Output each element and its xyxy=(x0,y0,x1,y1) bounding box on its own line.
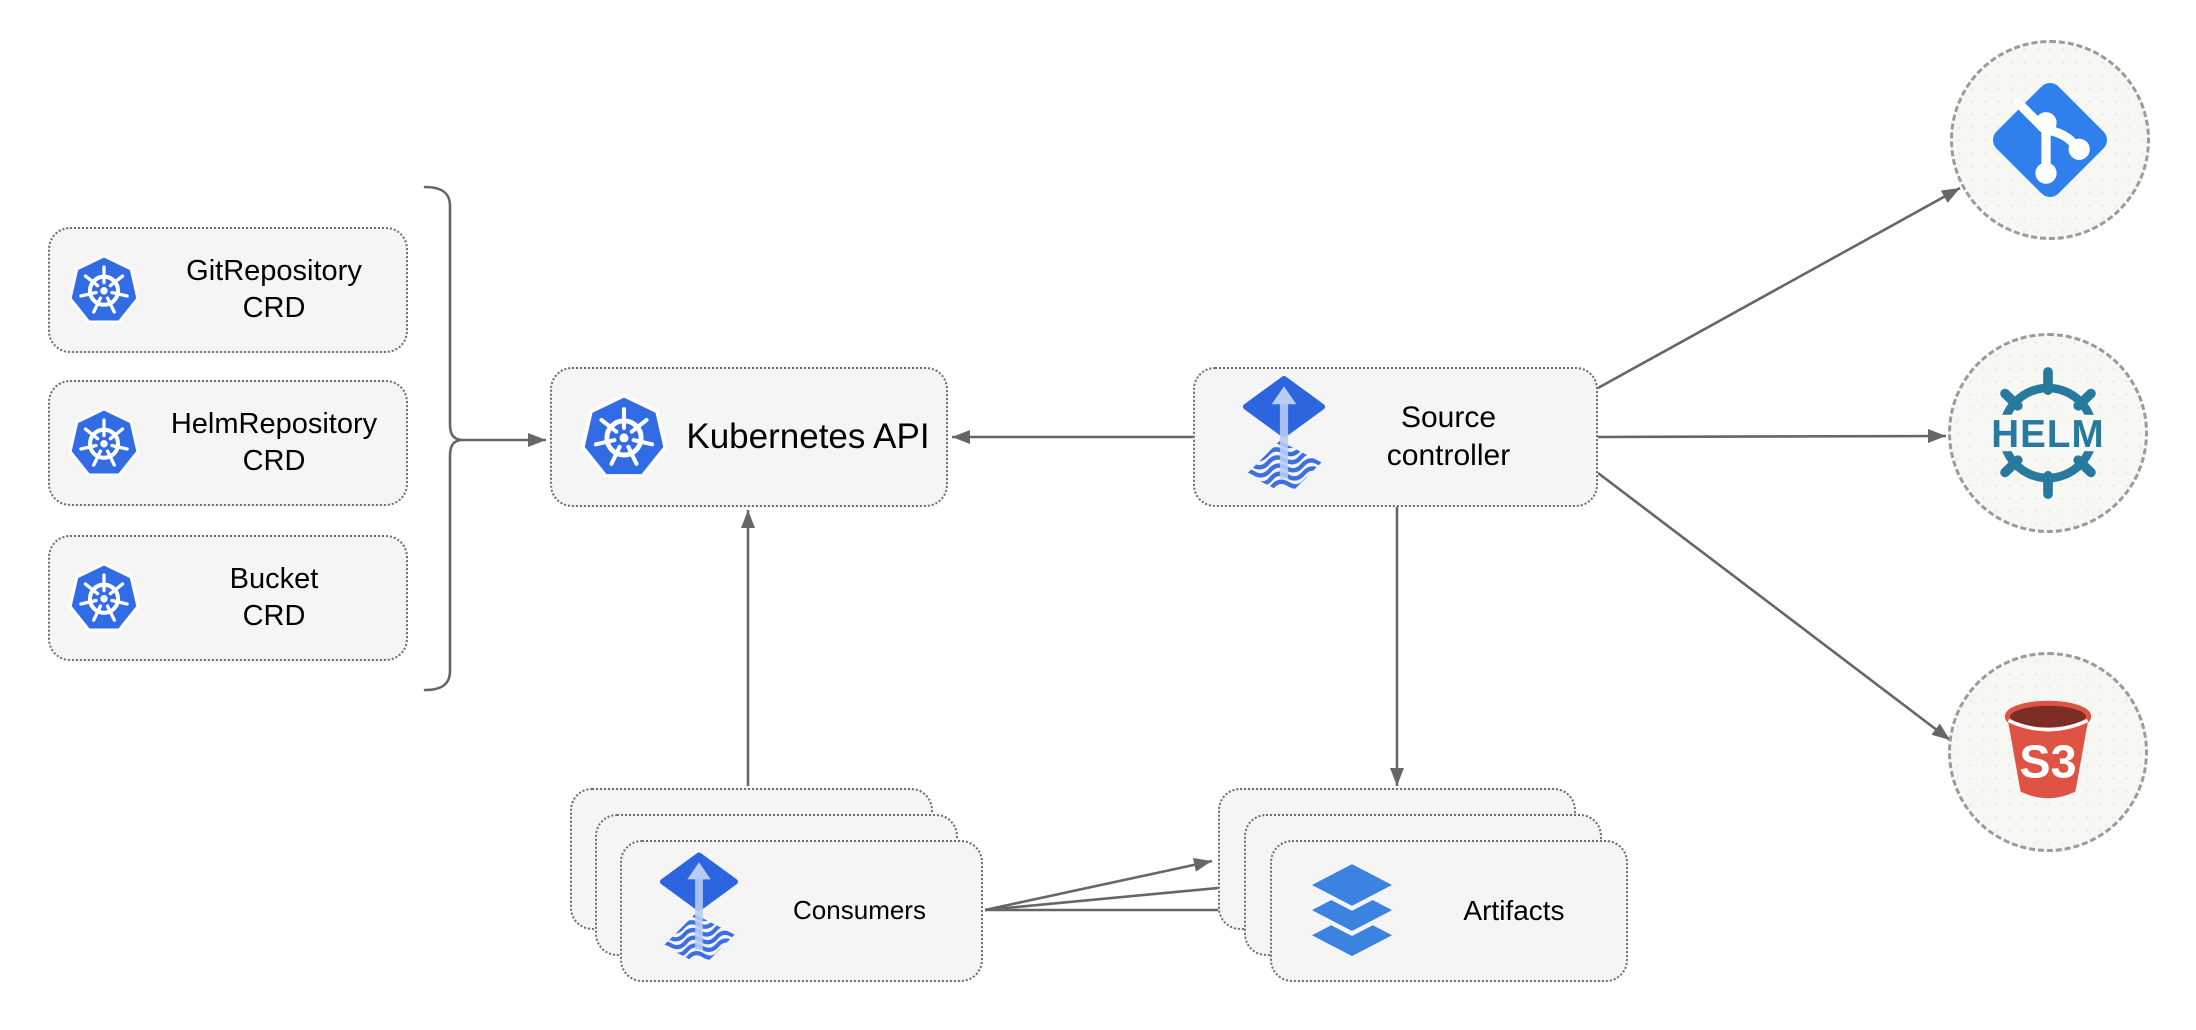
artifacts-label: Artifacts xyxy=(1463,895,1565,927)
consumers-label: Consumers xyxy=(793,895,926,926)
node-consumers: Consumers xyxy=(620,840,983,982)
edge-source-controller-to-git xyxy=(1597,186,1961,390)
layers-icon xyxy=(1304,859,1400,961)
edge-source-controller-to-s3 xyxy=(1597,471,1951,742)
crd-group-bracket xyxy=(423,185,462,692)
kubernetes-icon xyxy=(66,253,142,327)
helm-logo-text: HELM xyxy=(1991,413,2105,456)
node-git-source xyxy=(1950,40,2150,240)
node-source-controller: Source controller xyxy=(1193,367,1598,507)
s3-bucket-icon: S3 xyxy=(2004,700,2092,799)
node-gitrepository-crd: GitRepository CRD xyxy=(48,227,408,353)
kubernetes-api-label: Kubernetes API xyxy=(686,416,930,456)
crd-suffix: CRD xyxy=(242,600,306,632)
edge-consumers-to-artifacts-2 xyxy=(984,880,1240,912)
source-controller-label-line2: controller xyxy=(1386,439,1511,472)
edge-source-controller-to-helm xyxy=(1597,429,1947,444)
helm-icon: HELM xyxy=(1979,367,2117,499)
node-s3-source: S3 xyxy=(1948,652,2148,852)
node-label: GitRepository CRD xyxy=(142,253,406,327)
kubernetes-icon xyxy=(66,406,142,480)
crd-suffix: CRD xyxy=(242,445,306,477)
node-label: Consumers xyxy=(738,894,981,927)
source-controller-label-line1: Source xyxy=(1400,400,1497,434)
crd-suffix: CRD xyxy=(242,292,306,324)
s3-logo-text: S3 xyxy=(2019,735,2076,787)
kubernetes-icon xyxy=(578,392,670,482)
flux-icon xyxy=(1243,376,1325,499)
git-icon xyxy=(1993,83,2107,197)
crd-name: HelmRepository xyxy=(170,407,378,440)
node-label: Kubernetes API xyxy=(670,415,946,460)
flux-icon xyxy=(660,852,738,970)
node-bucket-crd: Bucket CRD xyxy=(48,535,408,661)
node-label: Bucket CRD xyxy=(142,561,406,635)
node-label: Source controller xyxy=(1325,399,1596,476)
crd-name: Bucket xyxy=(229,562,319,595)
edge-consumers-to-artifacts-1 xyxy=(984,857,1213,912)
crd-name: GitRepository xyxy=(186,254,362,287)
node-kubernetes-api: Kubernetes API xyxy=(550,367,948,507)
node-helmrepository-crd: HelmRepository CRD xyxy=(48,380,408,506)
node-label: HelmRepository CRD xyxy=(142,406,406,480)
node-label: Artifacts xyxy=(1402,893,1626,929)
node-artifacts: Artifacts xyxy=(1270,840,1628,982)
node-helm-source: HELM xyxy=(1948,333,2148,533)
kubernetes-icon xyxy=(66,561,142,635)
